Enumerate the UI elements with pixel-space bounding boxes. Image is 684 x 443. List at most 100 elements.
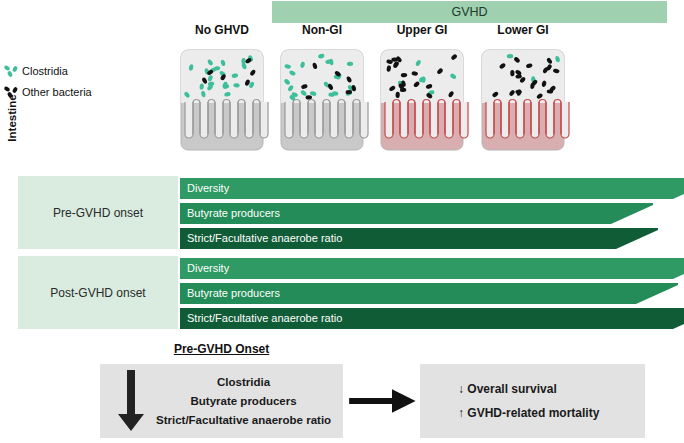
bacterium [401, 73, 407, 77]
decrease-arrow [116, 370, 146, 432]
bacterium [510, 70, 514, 76]
wedge-fill [180, 203, 653, 224]
bacterium [450, 53, 458, 60]
wedge-fill [180, 178, 684, 199]
crypt [516, 102, 524, 138]
bacterium [334, 70, 342, 77]
bacterium [508, 89, 515, 97]
bacterium [224, 91, 231, 97]
villus [494, 100, 501, 134]
wedge-shape [180, 178, 684, 199]
crypt [415, 102, 423, 138]
outcome-text: ↑ GVHD-related mortality [458, 401, 599, 425]
bacterium [555, 56, 561, 63]
legend-swatch [3, 64, 20, 78]
bacterium [542, 66, 549, 74]
bacterium [546, 57, 553, 65]
bacterium [516, 89, 521, 96]
tapering-bar: Strict/Facultative anaerobe ratio [180, 228, 658, 249]
bacterium [386, 65, 391, 72]
measure-name: Butyrate producers [187, 286, 678, 301]
crypt [400, 102, 408, 138]
tapering-bar: Strict/Facultative anaerobe ratio [180, 308, 684, 329]
bacterium [327, 83, 334, 91]
bacterium [289, 70, 297, 77]
bacterium [401, 80, 407, 87]
bacterium [199, 83, 204, 90]
villus [423, 100, 430, 134]
bacterium [393, 61, 399, 68]
bacterium [291, 91, 299, 97]
bacterium [332, 91, 339, 96]
villus [554, 100, 561, 134]
crypt [561, 102, 569, 138]
flow-arrow [349, 398, 406, 404]
crypt [360, 102, 368, 138]
row-label-box: Post-GVHD onset [18, 256, 178, 329]
measure-name: Diversity [187, 261, 684, 276]
legend-text: Other bacteria [22, 86, 92, 98]
crypt [245, 102, 253, 138]
crypt [445, 102, 453, 138]
bacterium [347, 61, 354, 66]
crypt [385, 102, 393, 138]
villus [193, 100, 200, 134]
crypt [285, 102, 293, 138]
legend-item: Clostridia [3, 64, 68, 78]
bacterium [300, 89, 308, 96]
intestine-wall [281, 50, 363, 150]
bacterium [346, 76, 353, 84]
bacterium [526, 63, 533, 69]
group-bar: GVHD [272, 1, 667, 23]
legend-dot [3, 86, 10, 92]
column-header: Lower GI [497, 23, 548, 37]
intestine-panel [281, 50, 368, 150]
wedge-fill [180, 308, 684, 329]
bacterium [245, 57, 253, 64]
bacterium [553, 68, 560, 74]
bacterium [306, 95, 312, 99]
legend-dot [12, 65, 18, 72]
row-label: Pre-GVHD onset [53, 206, 143, 220]
bacterium [183, 91, 190, 99]
crypt [260, 102, 268, 138]
legend-item: Other bacteria [3, 85, 92, 99]
bacterium [415, 59, 422, 67]
wedge-fill [180, 258, 684, 279]
bacterium [318, 53, 325, 59]
bacterium [233, 83, 240, 88]
bacterium [449, 73, 457, 80]
bacterium [207, 59, 214, 67]
bacterium [201, 77, 208, 85]
bacterium [400, 88, 407, 93]
column-header: Non-GI [302, 23, 342, 37]
bacterium [346, 90, 352, 94]
crypt [546, 102, 554, 138]
crypt [345, 102, 353, 138]
crypt [230, 102, 238, 138]
legend-dot [7, 91, 13, 98]
villus [438, 100, 445, 134]
bacterium [448, 90, 455, 98]
legend-dot [12, 86, 18, 93]
wedge-fill [180, 228, 658, 249]
bacterium [536, 92, 544, 99]
bacterium [207, 75, 213, 82]
bacterium [249, 69, 256, 77]
crypt [185, 102, 193, 138]
intestine-wall [482, 50, 564, 150]
bacterium [547, 89, 554, 93]
measure-name: Butyrate producers [187, 206, 653, 221]
tapering-bar: Butyrate producers [180, 203, 653, 224]
section-heading: Pre-GVHD Onset [100, 342, 343, 356]
tapering-bar: Butyrate producers [180, 283, 678, 304]
decrease-arrow-shape [118, 370, 144, 431]
legend-dot [3, 65, 10, 71]
villus [338, 100, 345, 134]
crypt [460, 102, 468, 138]
villus [238, 100, 245, 134]
bacterium [188, 64, 193, 71]
villus [524, 100, 531, 134]
bacterium [530, 82, 535, 89]
crypt [531, 102, 539, 138]
